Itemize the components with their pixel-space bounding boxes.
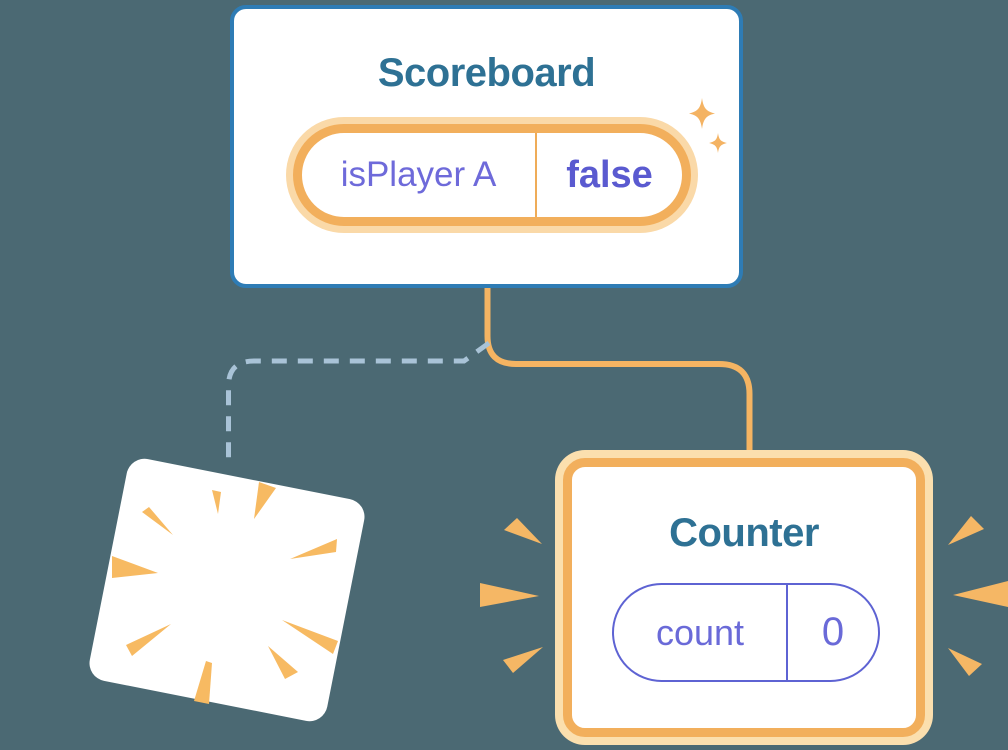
solid-connector-line <box>484 284 753 455</box>
state-key-count: count <box>655 611 745 653</box>
counter-title: Counter <box>669 511 819 555</box>
state-key-isplayera: isPlayer A <box>340 155 497 194</box>
scoreboard-card: Scoreboard isPlayer A false <box>230 5 743 288</box>
state-value-false: false <box>535 133 682 217</box>
destroyed-component-card <box>86 455 368 725</box>
emphasis-rays-left-icon <box>480 518 543 673</box>
emphasis-rays-right-icon <box>948 516 1008 676</box>
counter-card: Counter count 0 <box>563 458 925 737</box>
scoreboard-state-pill: isPlayer A false <box>293 124 691 226</box>
dashed-connector-line <box>226 340 491 462</box>
counter-state-pill: count 0 <box>612 583 880 682</box>
state-value-zero: 0 <box>786 585 878 680</box>
scoreboard-title: Scoreboard <box>377 51 596 95</box>
